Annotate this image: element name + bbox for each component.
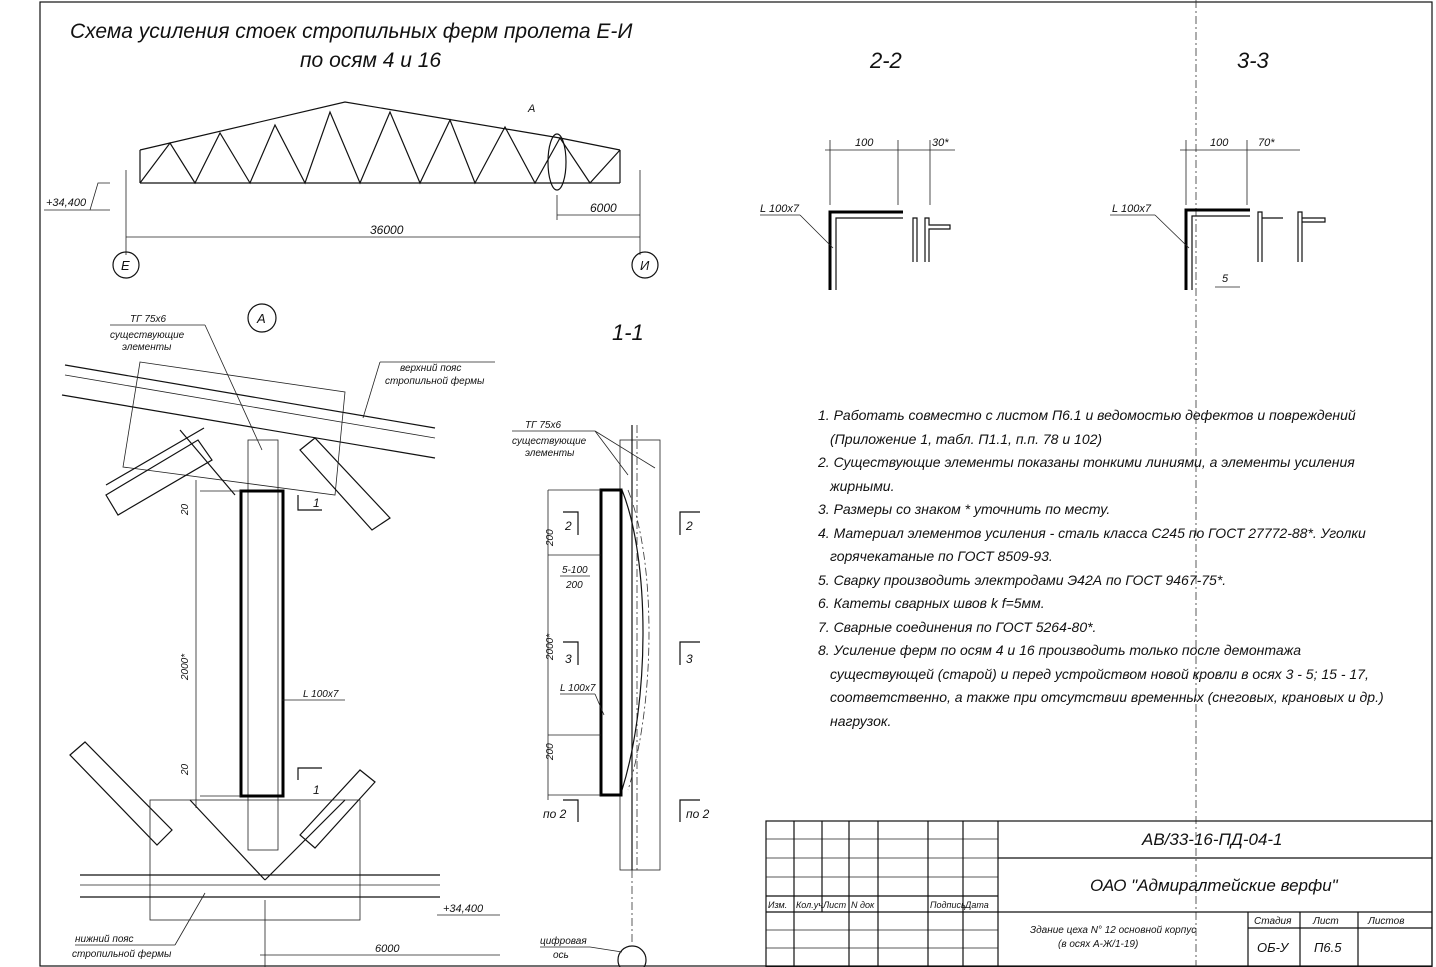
svg-text:36000: 36000 <box>370 223 404 237</box>
section-2-2: 2-2 100 30* L 100x7 <box>760 48 955 290</box>
svg-text:2000*: 2000* <box>545 633 556 661</box>
note: 1. Работать совместно с листом П6.1 и ве… <box>818 407 1356 447</box>
svg-text:N док: N док <box>851 900 875 910</box>
svg-text:Подпись: Подпись <box>930 900 966 910</box>
svg-text:3-3: 3-3 <box>1237 48 1270 73</box>
svg-text:стропильной фермы: стропильной фермы <box>385 375 485 387</box>
note: 7. Сварные соединения по ГОСТ 5264-80*. <box>818 618 1097 635</box>
drawing-title: Схема усиления стоек стропильных ферм пр… <box>70 20 633 43</box>
drawing-subtitle: по осям 4 и 16 <box>300 49 441 72</box>
svg-text:стропильной фермы: стропильной фермы <box>72 948 172 960</box>
svg-text:элементы: элементы <box>525 448 575 459</box>
svg-text:А: А <box>527 103 535 115</box>
svg-text:Листов: Листов <box>1367 916 1404 927</box>
node-a-marker <box>547 133 567 191</box>
svg-text:6000: 6000 <box>590 201 617 215</box>
svg-text:цифровая: цифровая <box>540 935 587 947</box>
svg-text:6000: 6000 <box>375 943 400 955</box>
svg-text:200: 200 <box>565 580 583 591</box>
svg-text:по 2: по 2 <box>543 807 567 821</box>
sheet-frame <box>39 1 1433 967</box>
svg-text:элементы: элементы <box>122 342 172 353</box>
svg-text:1: 1 <box>313 496 320 510</box>
section-3-3: 3-3 100 70* 5 L 100x7 <box>1110 48 1326 290</box>
svg-text:ТГ 75х6: ТГ 75х6 <box>525 420 561 431</box>
svg-text:Изм.: Изм. <box>768 900 787 910</box>
organization-name: ОАО "Адмиралтейские верфи" <box>1090 876 1339 895</box>
svg-text:2: 2 <box>564 519 572 533</box>
svg-text:100: 100 <box>1210 137 1229 149</box>
svg-text:+34,400: +34,400 <box>46 197 87 209</box>
svg-text:1: 1 <box>313 783 320 797</box>
node-a-detail: А ТГ 75х6 существующие элементы верхний … <box>61 303 500 967</box>
svg-text:200: 200 <box>545 743 556 761</box>
svg-text:Лист: Лист <box>1312 916 1339 927</box>
svg-text:L 100x7: L 100x7 <box>560 683 596 694</box>
svg-text:30*: 30* <box>932 137 949 149</box>
svg-text:Дата: Дата <box>964 900 989 910</box>
svg-text:А: А <box>256 311 266 326</box>
svg-text:100: 100 <box>855 137 874 149</box>
svg-text:(в осях А-Ж/1-19): (в осях А-Ж/1-19) <box>1058 939 1138 950</box>
svg-text:200: 200 <box>545 529 556 547</box>
svg-text:L 100x7: L 100x7 <box>1112 203 1152 215</box>
note: 2. Существующие элементы показаны тонким… <box>818 454 1355 494</box>
svg-text:2: 2 <box>685 519 693 533</box>
svg-text:L 100x7: L 100x7 <box>760 203 800 215</box>
note: 5. Сварку производить электродами Э42А п… <box>818 571 1227 588</box>
document-code: АВ/33-16-ПД-04-1 <box>1141 830 1283 849</box>
svg-text:по 2: по 2 <box>686 807 710 821</box>
svg-text:20: 20 <box>180 503 191 516</box>
section-1-1: 1-1 ТГ 75х6 существующие элементы 200 20… <box>512 320 710 967</box>
svg-text:1-1: 1-1 <box>612 320 644 345</box>
svg-text:И: И <box>640 258 650 273</box>
svg-text:существующие: существующие <box>512 436 587 447</box>
title-block: АВ/33-16-ПД-04-1 ОАО "Адмиралтейские вер… <box>765 820 1433 967</box>
note: 8. Усиление ферм по осям 4 и 16 производ… <box>818 642 1384 729</box>
svg-text:П6.5: П6.5 <box>1314 940 1342 955</box>
svg-text:верхний пояс: верхний пояс <box>400 363 461 374</box>
svg-text:2-2: 2-2 <box>869 48 902 73</box>
svg-text:70*: 70* <box>1258 137 1275 149</box>
truss-overview: А 36000 6000 +34,400 Е И <box>44 101 659 279</box>
svg-text:Е: Е <box>121 258 130 273</box>
svg-text:20: 20 <box>180 763 191 776</box>
svg-text:3: 3 <box>565 652 572 666</box>
svg-text:L 100x7: L 100x7 <box>303 689 339 700</box>
note: 4. Материал элементов усиления - сталь к… <box>818 524 1366 565</box>
svg-text:Лист: Лист <box>822 900 847 910</box>
svg-text:Стадия: Стадия <box>1254 916 1292 927</box>
svg-text:Здание цеха N° 12 основной кор: Здание цеха N° 12 основной корпус <box>1030 925 1196 936</box>
general-notes: 1. Работать совместно с листом П6.1 и ве… <box>818 404 1408 733</box>
svg-text:+34,400: +34,400 <box>443 903 484 915</box>
svg-text:Кол.уч: Кол.уч <box>796 900 823 910</box>
svg-text:ось: ось <box>553 950 569 961</box>
svg-text:2000*: 2000* <box>180 653 191 681</box>
svg-text:5: 5 <box>1222 273 1229 285</box>
svg-text:ОБ-У: ОБ-У <box>1257 940 1290 955</box>
svg-text:ТГ 75х6: ТГ 75х6 <box>130 314 166 325</box>
svg-text:5-100: 5-100 <box>562 565 588 576</box>
note: 3. Размеры со знаком * уточнить по месту… <box>818 501 1111 517</box>
svg-text:нижний пояс: нижний пояс <box>75 934 134 945</box>
svg-text:3: 3 <box>686 652 693 666</box>
svg-text:существующие: существующие <box>110 330 185 341</box>
note: 6. Катеты сварных швов k f=5мм. <box>818 595 1045 611</box>
